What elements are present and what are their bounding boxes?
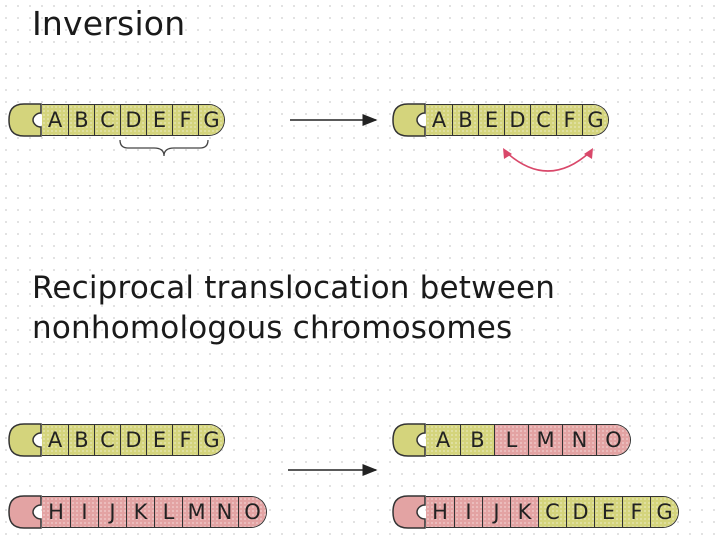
gene-segment-i: I <box>70 497 98 527</box>
gene-segment-c: C <box>538 497 566 527</box>
gene-segment-a: A <box>426 425 460 455</box>
gene-segment-b: B <box>452 105 478 135</box>
gene-segment-d: D <box>504 105 530 135</box>
gene-segment-c: C <box>530 105 556 135</box>
gene-segment-d: D <box>566 497 594 527</box>
gene-segment-g: G <box>650 497 678 527</box>
centromere <box>8 495 42 529</box>
gene-segment-j: J <box>98 497 126 527</box>
gene-segment-e: E <box>146 425 172 455</box>
gene-segment-f: F <box>622 497 650 527</box>
gene-segment-m: M <box>182 497 210 527</box>
gene-segment-f: F <box>556 105 582 135</box>
gene-segment-j: J <box>482 497 510 527</box>
gene-segment-f: F <box>172 425 198 455</box>
gene-segment-b: B <box>68 105 94 135</box>
gene-segment-i: I <box>454 497 482 527</box>
gene-segment-h: H <box>42 497 70 527</box>
gene-segment-d: D <box>120 425 146 455</box>
gene-segment-l: L <box>154 497 182 527</box>
gene-segment-c: C <box>94 425 120 455</box>
gene-segment-d: D <box>120 105 146 135</box>
centromere <box>8 423 42 457</box>
gene-segment-f: F <box>172 105 198 135</box>
centromere <box>392 423 426 457</box>
gene-segment-k: K <box>126 497 154 527</box>
inversion-swap-arrowhead-right <box>584 148 593 159</box>
gene-segment-e: E <box>478 105 504 135</box>
heading-inversion: Inversion <box>32 4 186 43</box>
gene-segment-m: M <box>528 425 562 455</box>
gene-segment-b: B <box>68 425 94 455</box>
gene-segment-b: B <box>460 425 494 455</box>
gene-segment-o: O <box>238 497 266 527</box>
gene-segment-a: A <box>426 105 452 135</box>
gene-segment-l: L <box>494 425 528 455</box>
centromere <box>392 103 426 137</box>
gene-segment-a: A <box>42 425 68 455</box>
gene-segment-g: G <box>198 425 224 455</box>
inversion-swap-arrowhead-left <box>503 148 512 159</box>
gene-segment-g: G <box>198 105 224 135</box>
centromere <box>8 103 42 137</box>
inverted-segment-brace <box>119 139 209 157</box>
gene-segment-e: E <box>146 105 172 135</box>
centromere <box>392 495 426 529</box>
gene-segment-h: H <box>426 497 454 527</box>
gene-segment-c: C <box>94 105 120 135</box>
gene-segment-k: K <box>510 497 538 527</box>
gene-segment-n: N <box>210 497 238 527</box>
gene-segment-a: A <box>42 105 68 135</box>
gene-segment-n: N <box>562 425 596 455</box>
inversion-swap-arc <box>505 151 591 172</box>
gene-segment-o: O <box>596 425 630 455</box>
gene-segment-e: E <box>594 497 622 527</box>
gene-segment-g: G <box>582 105 608 135</box>
